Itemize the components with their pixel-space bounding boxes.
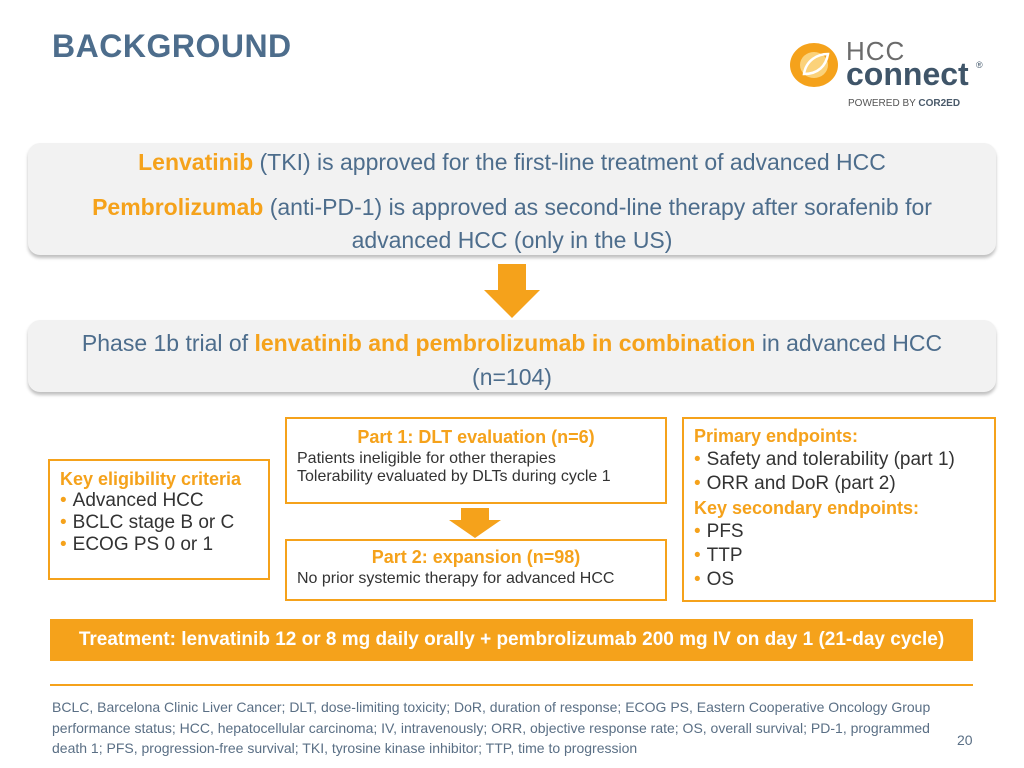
footnote: BCLC, Barcelona Clinic Liver Cancer; DLT… xyxy=(52,699,931,756)
primary-endpoints-heading: Primary endpoints: xyxy=(694,426,859,446)
down-arrow-icon xyxy=(449,508,501,538)
approval-summary-box: Lenvatinib (TKI) is approved for the fir… xyxy=(28,143,996,255)
part1-title: Part 1: DLT evaluation (n=6) xyxy=(357,427,595,447)
part1-box: Part 1: DLT evaluation (n=6) Patients in… xyxy=(285,417,667,504)
hcc-connect-logo: HCC connect ® POWERED BY COR2ED xyxy=(788,36,988,116)
logo-hcc-text: HCC xyxy=(846,36,906,66)
endpoints-box: Primary endpoints: •Safety and tolerabil… xyxy=(682,417,996,602)
logo-registered-mark: ® xyxy=(976,60,983,70)
part1-line: Tolerability evaluated by DLTs during cy… xyxy=(297,468,611,485)
part1-line: Patients ineligible for other therapies xyxy=(297,450,556,467)
logo-connect-text: connect xyxy=(846,56,969,92)
list-item: •ORR and DoR (part 2) xyxy=(694,473,896,494)
divider xyxy=(50,684,973,686)
eligibility-heading: Key eligibility criteria xyxy=(60,469,242,489)
part2-title: Part 2: expansion (n=98) xyxy=(371,547,581,567)
logo-powered-by: POWERED BY COR2ED xyxy=(848,98,961,109)
eligibility-box: Key eligibility criteria •Advanced HCC •… xyxy=(48,459,270,580)
page-title: BACKGROUND xyxy=(52,28,292,64)
secondary-endpoints-heading: Key secondary endpoints: xyxy=(694,498,920,518)
part2-box: Part 2: expansion (n=98) No prior system… xyxy=(285,539,667,601)
trial-summary-box: Phase 1b trial of lenvatinib and pembrol… xyxy=(28,320,996,392)
leaf-circle-icon xyxy=(790,43,838,87)
lenvatinib-approval-line: Lenvatinib (TKI) is approved for the fir… xyxy=(138,149,886,175)
list-item: •Advanced HCC xyxy=(60,490,204,511)
down-arrow-icon xyxy=(484,264,540,318)
trial-description: Phase 1b trial of lenvatinib and pembrol… xyxy=(81,330,943,390)
list-item: •TTP xyxy=(694,545,743,566)
pembrolizumab-approval-line: Pembrolizumab (anti-PD-1) is approved as… xyxy=(92,194,932,253)
list-item: •PFS xyxy=(694,521,744,542)
list-item: •OS xyxy=(694,569,735,590)
page-number: 20 xyxy=(957,732,973,748)
list-item: •ECOG PS 0 or 1 xyxy=(60,534,214,555)
part2-line: No prior systemic therapy for advanced H… xyxy=(297,570,615,587)
list-item: •Safety and tolerability (part 1) xyxy=(694,449,955,470)
list-item: •BCLC stage B or C xyxy=(60,512,235,533)
treatment-banner: Treatment: lenvatinib 12 or 8 mg daily o… xyxy=(50,619,973,661)
